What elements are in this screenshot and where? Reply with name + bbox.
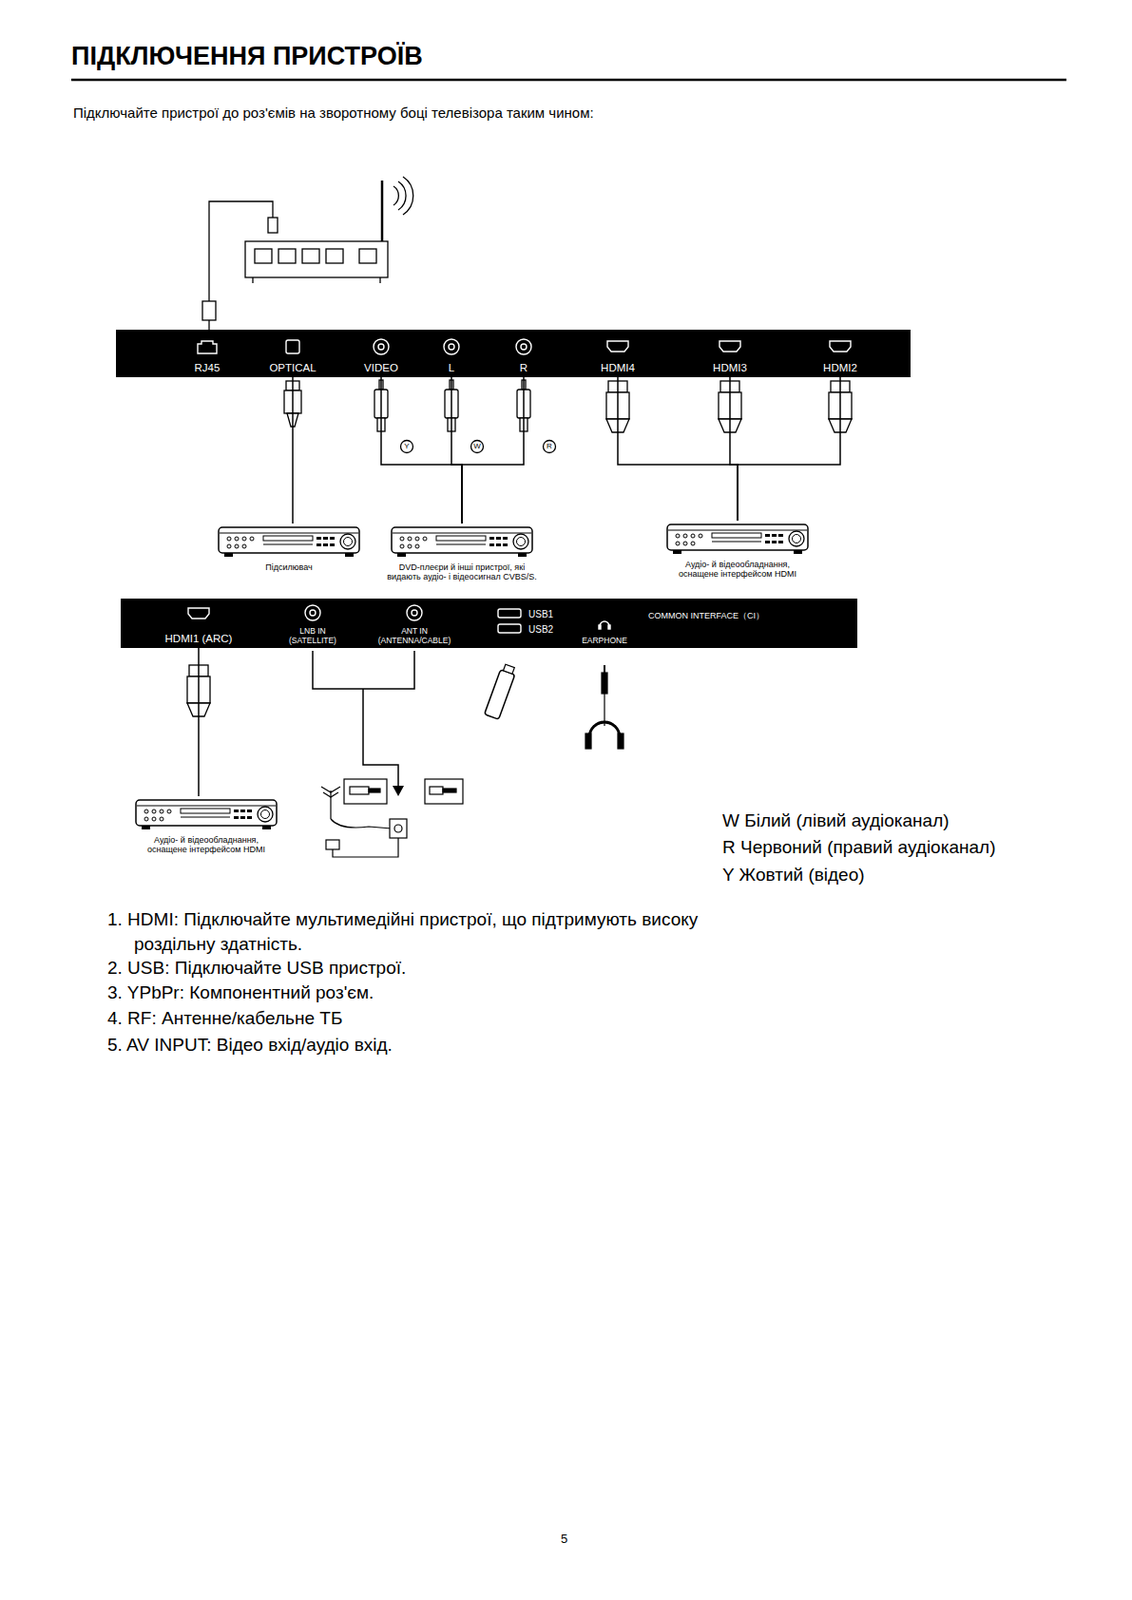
connector-port: OPTICAL	[259, 334, 327, 378]
list-item: 1. HDMI: Підключайте мультимедійні прист…	[107, 907, 754, 958]
legend-text: R Червоний (правий аудіоканал)	[722, 837, 996, 858]
cable	[197, 648, 200, 797]
wire-color-letter: R	[539, 441, 559, 452]
list-item: 2. USB: Підключайте USB пристрої.	[107, 956, 754, 981]
port-label: HDMI4	[600, 362, 635, 375]
list-item: 4. RF: Антенне/кабельне ТБ	[107, 1006, 754, 1032]
device-caption: Підсилювач	[217, 523, 361, 573]
connector-port: VIDEO	[351, 334, 411, 378]
cable	[461, 377, 524, 524]
connector-port: HDMI3	[700, 334, 760, 378]
device-caption: Аудіо- й відеообладнання, оснащене інтер…	[144, 796, 269, 855]
device: Аудіо- й відеообладнання, оснащене інтер…	[675, 520, 800, 579]
legend-text: Y Жовтий (відео)	[722, 864, 865, 885]
port-label: L	[448, 362, 455, 375]
cable	[381, 377, 462, 524]
cable	[291, 377, 294, 524]
legend-entry: W Білий (лівий аудіоканал)	[722, 810, 950, 832]
connector-port: L	[432, 334, 471, 378]
list-item: 5. AV INPUT: Відео вхід/аудіо вхід.	[107, 1033, 754, 1058]
port-label: R	[519, 362, 528, 375]
device: DVD-плеєри й інші пристрої, які видають …	[381, 523, 543, 582]
connector-port: EARPHONE	[574, 604, 635, 649]
wire-color-letter: W	[467, 441, 487, 452]
device: Аудіо- й відеообладнання, оснащене інтер…	[144, 796, 269, 855]
port-label: RJ45	[194, 362, 221, 375]
legend-entry: R Червоний (правий аудіоканал)	[722, 837, 996, 859]
device-caption: DVD-плеєри й інші пристрої, які видають …	[381, 523, 543, 582]
slot-label: COMMON INTERFACE（CI）	[648, 611, 765, 622]
page-title: ПІДКЛЮЧЕННЯ ПРИСТРОЇВ	[71, 41, 423, 72]
connector-port: USB1	[528, 607, 573, 620]
device-caption: Аудіо- й відеообладнання, оснащене інтер…	[675, 520, 800, 579]
device: Підсилювач	[217, 523, 361, 573]
connector-port: LNB IN (SATELLITE)	[283, 604, 343, 649]
connector-port: HDMI2	[810, 334, 870, 378]
page-number: 5	[560, 1532, 568, 1548]
cable	[617, 377, 738, 521]
connector-port: HDMI1 (ARC)	[154, 604, 243, 649]
legend-text: W Білий (лівий аудіоканал)	[722, 810, 950, 831]
connector-port: R	[504, 334, 543, 378]
cable	[737, 377, 841, 521]
legend-entry: Y Жовтий (відео)	[722, 864, 865, 886]
port-label: USB2	[528, 624, 554, 635]
port-label: HDMI1 (ARC)	[165, 633, 233, 646]
port-label: LNB IN (SATELLITE)	[283, 627, 343, 646]
list-item: 3. YPbPr: Компонентний роз'єм.	[107, 980, 754, 1006]
connector-port: ANT IN (ANTENNA/CABLE)	[366, 604, 462, 649]
port-label: VIDEO	[364, 362, 399, 375]
port-label: HDMI3	[712, 362, 748, 375]
cable	[451, 377, 462, 524]
port-label: EARPHONE	[581, 636, 628, 646]
connector-port: USB2	[528, 622, 573, 635]
intro-text: Підключайте пристрої до роз'ємів на звор…	[73, 104, 595, 122]
connector-port: RJ45	[177, 334, 237, 378]
port-label: USB1	[528, 609, 554, 620]
cable	[729, 377, 738, 521]
port-label: ANT IN (ANTENNA/CABLE)	[366, 627, 462, 646]
port-label: OPTICAL	[268, 362, 316, 375]
connector-port: HDMI4	[588, 334, 648, 378]
wire-color-letter: Y	[397, 441, 417, 452]
port-label: HDMI2	[823, 362, 858, 375]
